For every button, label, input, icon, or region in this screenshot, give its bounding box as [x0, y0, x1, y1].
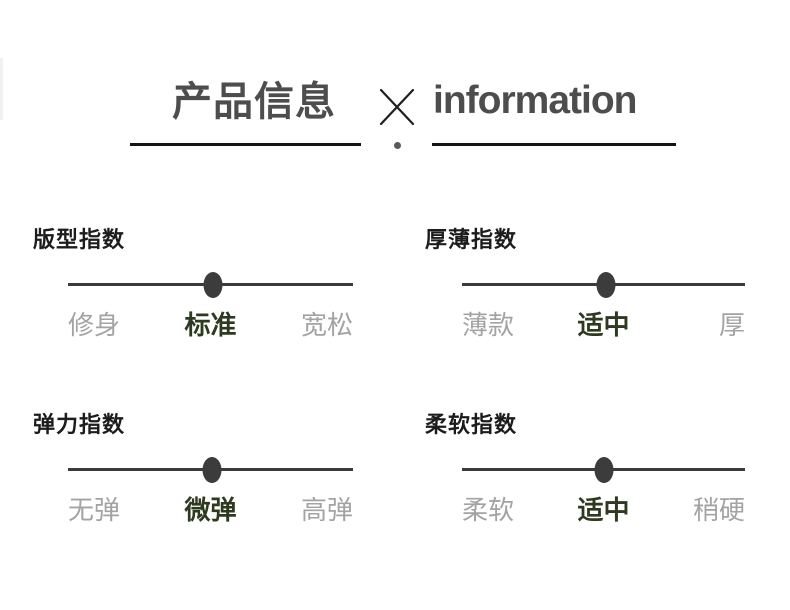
slider-option: 适中	[577, 495, 630, 525]
slider-section-title: 厚薄指数	[425, 227, 518, 252]
slider-options: 薄款 适中 厚	[462, 309, 745, 341]
elasticity-index-section: 弹力指数 无弹 微弹 高弹	[33, 411, 365, 543]
slider-dot[interactable]	[202, 456, 222, 483]
slider-option: 修身	[68, 310, 121, 340]
slider-track	[68, 456, 353, 483]
softness-index-section: 柔软指数 柔软 适中 稍硬	[425, 411, 757, 543]
title-underline-left	[130, 143, 361, 146]
fit-index-section: 版型指数 修身 标准 宽松	[33, 226, 365, 358]
slider-option: 无弹	[68, 495, 121, 525]
slider-options: 柔软 适中 稍硬	[462, 494, 745, 526]
page-title-cn: 产品信息	[172, 80, 336, 124]
slider-track	[462, 271, 745, 298]
slider-dot[interactable]	[596, 271, 616, 298]
title-underline-right	[432, 143, 676, 146]
slider-options: 修身 标准 宽松	[68, 309, 353, 341]
left-edge-artifact	[0, 58, 3, 120]
slider-option: 高弹	[300, 495, 353, 525]
title-separator-dot	[394, 142, 401, 149]
slider-section-title: 柔软指数	[425, 412, 518, 437]
slider-track	[462, 456, 745, 483]
slider-option: 宽松	[300, 310, 353, 340]
slider-option: 标准	[184, 310, 237, 340]
page-title-en: information	[433, 79, 637, 122]
slider-section-title: 版型指数	[33, 227, 126, 252]
slider-track	[68, 271, 353, 298]
slider-option: 柔软	[462, 495, 515, 525]
slider-section-title: 弹力指数	[33, 412, 126, 437]
thickness-index-section: 厚薄指数 薄款 适中 厚	[425, 226, 757, 358]
slider-option: 适中	[577, 310, 630, 340]
multiply-cross-icon	[379, 88, 415, 126]
slider-option: 稍硬	[692, 495, 745, 525]
slider-options: 无弹 微弹 高弹	[68, 494, 353, 526]
slider-dot[interactable]	[594, 456, 614, 483]
slider-option: 薄款	[462, 310, 515, 340]
slider-option: 厚	[718, 310, 745, 340]
slider-dot[interactable]	[203, 271, 223, 298]
slider-option: 微弹	[184, 495, 237, 525]
